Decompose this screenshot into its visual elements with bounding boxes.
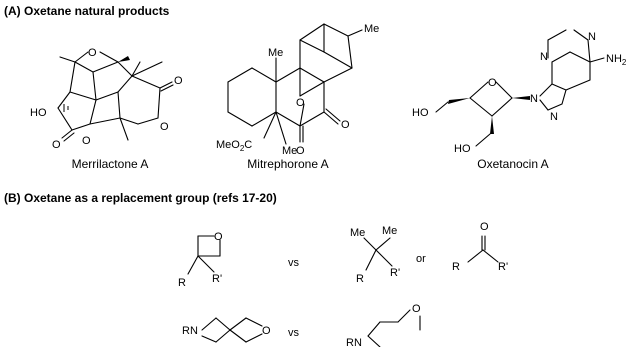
atom-o-merrilactone-lactone-right: O (160, 121, 169, 133)
atom-o-spiro: O (262, 325, 271, 337)
atom-r-gem: R (356, 273, 364, 285)
structure-3-3-oxetane: O R R' (178, 231, 223, 289)
structure-morpholine: RN O (346, 303, 421, 347)
atom-o-merrilactone-carbonyl-right: O (174, 75, 183, 87)
atom-rn-morpholine: RN (346, 337, 362, 347)
or-label: or (416, 253, 426, 265)
atom-n-oxetanocin-n7: N (550, 111, 558, 123)
atom-me-mitrephorone-angular: Me (268, 47, 283, 59)
atom-ho-oxetanocin-bottom: HO (454, 143, 471, 155)
atom-r-prime-gem: R' (390, 267, 400, 279)
atom-n-oxetanocin-n3: N (540, 51, 548, 63)
structure-oxetanocin-a: O HO HO N N N N NH2 (412, 29, 627, 155)
atom-me-gem-right: Me (382, 225, 397, 237)
atom-o-oxetane-row1: O (214, 231, 223, 243)
structure-carbonyl: O R R' (452, 221, 508, 273)
atom-o-mitrephorone-bridge: O (296, 97, 305, 109)
atom-o-carbonyl: O (480, 221, 489, 233)
section-b-heading: (B) Oxetane as a replacement group (refs… (4, 191, 277, 205)
atom-o-oxetanocin-ring: O (488, 77, 497, 89)
atom-ho-oxetanocin-top: HO (412, 107, 429, 119)
vs-label-row2: vs (288, 327, 300, 339)
atom-o-mitrephorone-ketone-right: O (341, 119, 350, 131)
atom-me-gem-left: Me (350, 227, 365, 239)
atom-n-oxetanocin-n9: N (530, 93, 538, 105)
caption-merrilactone-a: Merrilactone A (71, 157, 149, 171)
structure-mitrephorone-a: Me Me O O O Me MeO2C (216, 23, 379, 157)
atom-rn-spiro: RN (182, 325, 198, 337)
atom-ho-merrilactone: HO (30, 107, 47, 119)
atom-me-mitrephorone-bottom: Me (282, 145, 297, 157)
atom-meo2c-mitrephorone: MeO2C (216, 139, 252, 153)
atom-o-merrilactone-bridge: O (88, 47, 97, 59)
atom-r-oxetane-row1: R (178, 277, 186, 289)
atom-r-prime-carbonyl: R' (498, 261, 508, 273)
structure-spiro-oxetane: RN O (182, 317, 271, 343)
section-a-heading: (A) Oxetane natural products (4, 4, 170, 18)
vs-label-row1: vs (288, 257, 300, 269)
caption-mitrephorone-a: Mitrephorone A (247, 157, 329, 171)
caption-oxetanocin-a: Oxetanocin A (477, 157, 549, 171)
atom-me-mitrephorone-top: Me (364, 23, 379, 35)
structure-merrilactone-a: O HO O O O O (30, 47, 183, 151)
atom-nh2-oxetanocin: NH2 (606, 53, 627, 67)
structure-gem-dimethyl: Me Me R R' (350, 225, 400, 285)
atom-o-merrilactone-carbonyl-left: O (52, 139, 61, 151)
atom-n-oxetanocin-n1: N (588, 31, 596, 43)
atom-r-carbonyl: R (452, 261, 460, 273)
atom-r-prime-oxetane-row1: R' (212, 273, 222, 285)
atom-o-mitrephorone-ketone-bottom: O (296, 145, 305, 157)
atom-o-morpholine: O (412, 303, 421, 315)
atom-o-merrilactone-lactone-left: O (82, 135, 91, 147)
